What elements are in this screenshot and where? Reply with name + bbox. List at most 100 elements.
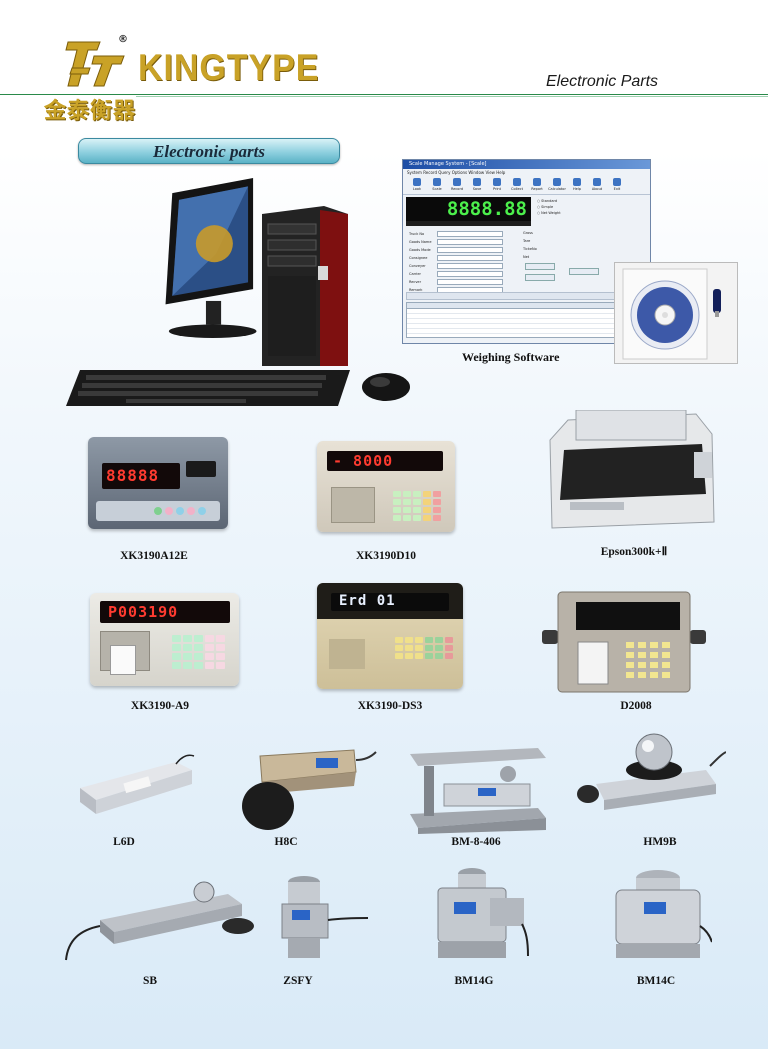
field-input[interactable] — [437, 239, 503, 245]
field-label: Carrier — [409, 272, 421, 276]
mode-option[interactable]: ○ Standard — [537, 199, 558, 203]
indicator-readout: Erd 01 — [339, 593, 396, 609]
product-label: BM14G — [454, 975, 494, 987]
mouse-image — [362, 373, 410, 401]
pc-tower-image — [262, 206, 348, 366]
toolbar-button[interactable]: Exit — [607, 176, 627, 195]
toolbar-icon — [533, 178, 541, 186]
product-label: L6D — [113, 836, 135, 848]
toolbar-button[interactable]: Record — [447, 176, 467, 195]
toolbar-icon — [613, 178, 621, 186]
field-label: Remark — [409, 288, 423, 292]
save-button[interactable] — [525, 263, 555, 270]
toolbar-button-label: Exit — [613, 187, 621, 191]
load-cell-zsfy-image — [281, 876, 369, 958]
toolbar-button[interactable]: Print — [487, 176, 507, 195]
field-label: Conveyer — [409, 264, 426, 268]
toolbar-button[interactable]: About — [587, 176, 607, 195]
query-button[interactable] — [569, 268, 599, 275]
toolbar-button[interactable]: Help — [567, 176, 587, 195]
toolbar-icon — [593, 178, 601, 186]
product-label: XK3190D10 — [355, 550, 417, 562]
toolbar-icon — [473, 178, 481, 186]
load-cell-l6d-image — [80, 754, 195, 814]
load-cell-sb-image — [65, 881, 254, 961]
cd-disc-icon — [622, 268, 721, 360]
print-button[interactable] — [525, 274, 555, 281]
toolbar-button[interactable]: Look — [407, 176, 427, 195]
toolbar-button[interactable]: Collect — [507, 176, 527, 195]
brand-name-chinese: 金泰衡器 — [44, 99, 137, 124]
field-input[interactable] — [437, 247, 503, 253]
toolbar-button-label: Record — [450, 187, 464, 191]
indicator-xk3190-a9-image: P003190 — [90, 593, 239, 686]
toolbar-button[interactable]: Report — [527, 176, 547, 195]
indicator-readout: - 8000 — [333, 452, 394, 470]
keyboard-image — [66, 370, 350, 406]
date-filter-bar[interactable] — [406, 292, 649, 300]
product-label: XK3190-DS3 — [357, 700, 423, 712]
record-field-row: Conveyer — [409, 263, 503, 271]
weight-field[interactable]: Tare — [523, 239, 531, 243]
weighing-software-window: Scale Manage System - [Scale] System Rec… — [402, 159, 651, 344]
product-label: HM9B — [643, 836, 677, 848]
field-input[interactable] — [437, 279, 503, 285]
toolbar-button-label: Calculator — [548, 187, 566, 191]
product-label: D2008 — [620, 700, 652, 712]
toolbar-icon — [493, 178, 501, 186]
toolbar-button[interactable]: Calculator — [547, 176, 567, 195]
toolbar-button-label: About — [591, 187, 603, 191]
toolbar-button-label: Help — [573, 187, 581, 191]
load-cell-hm9b-image — [577, 733, 726, 810]
load-cell-bm14c-image — [615, 870, 712, 958]
field-input[interactable] — [437, 231, 503, 237]
field-label: Recver — [409, 280, 422, 284]
toolbar-button-label: Scale — [432, 187, 442, 191]
mode-option[interactable]: ○ Net Weight — [537, 211, 561, 215]
indicator-readout: P003190 — [108, 603, 179, 621]
product-label: BM-8-406 — [451, 836, 501, 848]
header-divider-secondary — [136, 96, 768, 97]
weight-display: 8888.88 — [406, 197, 531, 221]
mode-option[interactable]: ○ Simple — [537, 205, 554, 209]
toolbar-icon — [553, 178, 561, 186]
window-title: Scale Manage System - [Scale] — [403, 160, 650, 169]
record-field-row: Carrier — [409, 271, 503, 279]
window-menu-bar[interactable]: System Record Query Options Window View … — [407, 170, 506, 175]
toolbar-button[interactable]: Save — [467, 176, 487, 195]
indicator-display: 88888 — [102, 463, 180, 489]
weight-field[interactable]: Net — [523, 255, 530, 259]
indicator-xk3190a12e-image: 88888 — [88, 437, 228, 529]
record-field-row: Truck No — [409, 231, 503, 239]
product-label: H8C — [274, 836, 298, 848]
section-banner: Electronic parts — [78, 138, 340, 164]
product-label: Epson300k+Ⅱ — [600, 546, 668, 558]
display-status-bar — [406, 221, 531, 226]
field-label: Truck No — [409, 232, 425, 236]
section-title: Electronic Parts — [546, 73, 659, 90]
section-banner-label: Electronic parts — [153, 142, 265, 161]
weight-field[interactable]: TickeNo — [523, 247, 537, 251]
record-field-row: Goods Mode — [409, 247, 503, 255]
product-label: BM14C — [636, 975, 676, 987]
toolbar-button[interactable]: Scale — [427, 176, 447, 195]
toolbar-button-label: Report — [531, 187, 543, 191]
toolbar-button-label: Collect — [511, 187, 523, 191]
product-label: SB — [142, 975, 158, 987]
field-input[interactable] — [437, 255, 503, 261]
indicator-xk3190-ds3-image: Erd 01 — [317, 583, 463, 689]
weight-field[interactable]: Gross — [523, 231, 533, 235]
mode-options: ○ Standard ○ Simple ○ Net Weight — [537, 198, 561, 216]
toolbar-icon — [573, 178, 581, 186]
monitor-image — [165, 178, 257, 338]
field-input[interactable] — [437, 271, 503, 277]
records-table — [406, 302, 649, 338]
field-input[interactable] — [437, 263, 503, 269]
software-cd-package — [614, 262, 738, 364]
field-label: Goods Name — [409, 240, 432, 244]
indicator-xk3190d10-image: - 8000 — [317, 441, 455, 532]
record-field-row: Consignee — [409, 255, 503, 263]
weighing-module-bm-8-406-image — [410, 748, 546, 834]
product-label: ZSFY — [283, 975, 313, 987]
